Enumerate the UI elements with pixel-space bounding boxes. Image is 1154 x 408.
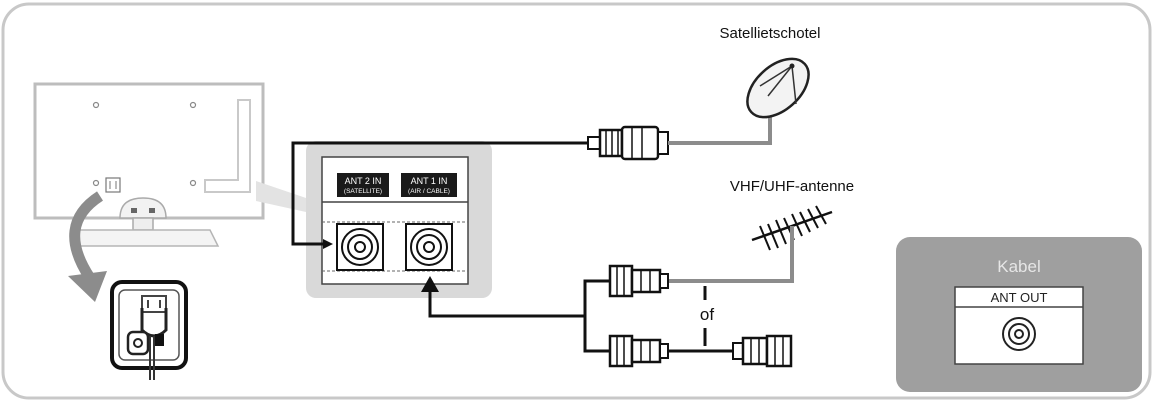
power-arrow (69, 191, 104, 282)
tv-back-panel (33, 82, 265, 220)
ant2-label: ANT 2 IN (345, 176, 382, 186)
vhf-uhf-label: VHF/UHF-antenne (730, 178, 854, 195)
tv-back (33, 82, 306, 247)
tv-power-socket (105, 177, 121, 193)
cable-box: Kabel ANT OUT (896, 237, 1142, 392)
lower-connector-right (732, 334, 793, 368)
antenna-panel: ANT 2 IN (SATELLITE) ANT 1 IN (AIR / CAB… (306, 141, 492, 298)
ant1-label: ANT 1 IN (411, 176, 448, 186)
satellite-cable (291, 141, 590, 249)
ant1-sublabel: (AIR / CABLE) (408, 188, 450, 195)
ant-out-port[interactable] (1002, 317, 1036, 351)
tv-screw (189, 101, 197, 109)
outer-frame (1, 2, 1152, 400)
or-label: of (700, 305, 714, 324)
lower-connector-left (608, 334, 669, 368)
tv-screw (92, 179, 100, 187)
ant2-label-box (337, 173, 389, 197)
ant-out-label: ANT OUT (991, 290, 1048, 305)
ant1-port[interactable] (405, 223, 453, 271)
upper-connector (608, 264, 669, 298)
tv-stand-base (70, 229, 220, 247)
tv-screw (189, 179, 197, 187)
ant1-arrow-cable (428, 288, 585, 318)
ant1-label-box (401, 173, 457, 197)
tv-stand-column (132, 217, 154, 231)
vhf-grey-cable (668, 226, 794, 283)
power-arrow-head (68, 271, 107, 302)
tv-back-inner-outline (204, 99, 251, 193)
ant2-sublabel: (SATELLITE) (344, 188, 382, 195)
satellite-label: Satellietschotel (720, 25, 821, 42)
ant2-port[interactable] (336, 223, 384, 271)
cable-box-title: Kabel (997, 257, 1040, 276)
satellite-connector (587, 125, 669, 161)
satellite-dish-icon (746, 57, 810, 119)
power-socket-closeup (110, 280, 188, 380)
ant1-arrow-head (421, 276, 439, 292)
tv-screw (92, 101, 100, 109)
